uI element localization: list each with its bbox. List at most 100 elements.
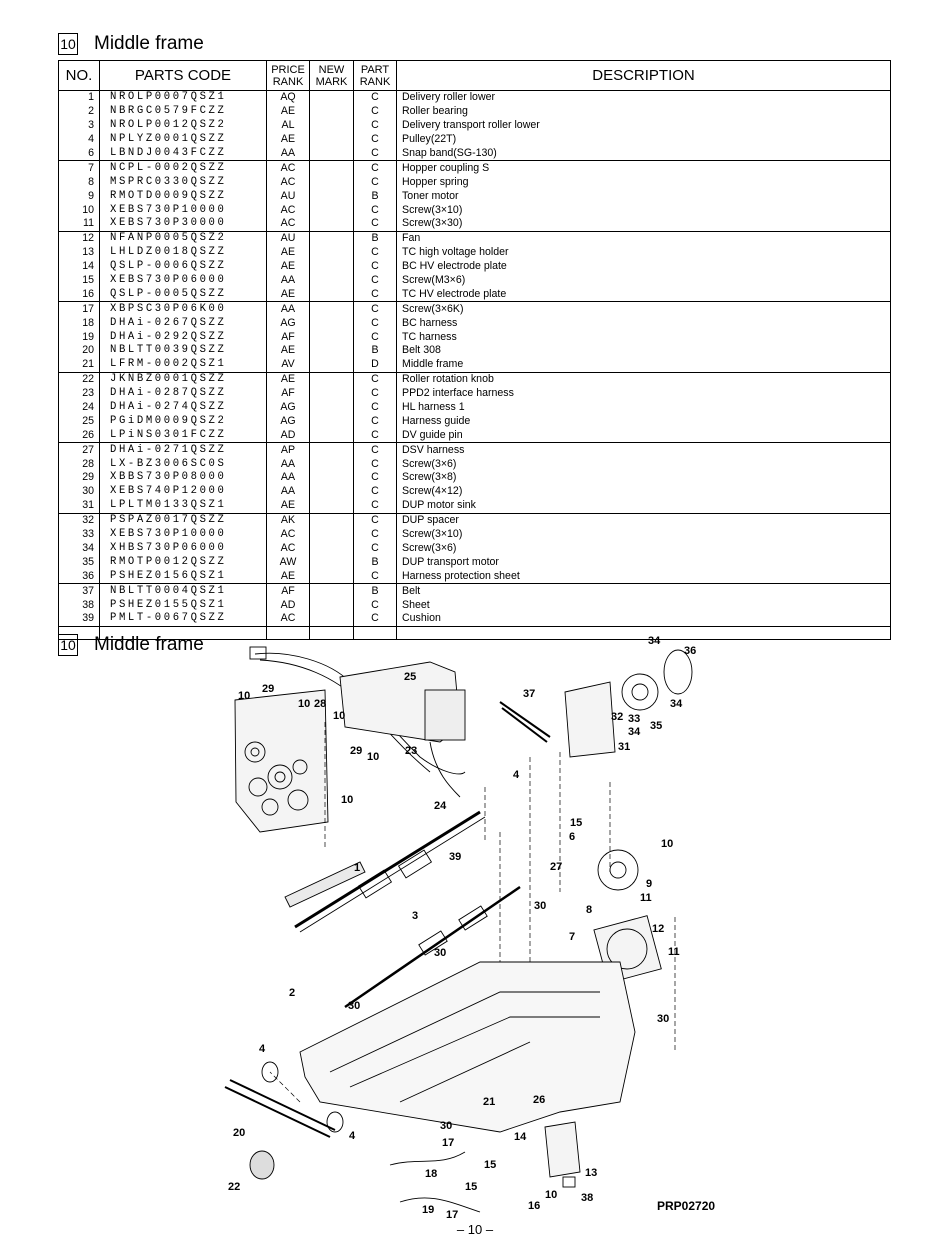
row-part-rank: C xyxy=(353,160,397,176)
row-no: 20 xyxy=(58,344,100,358)
row-new-mark xyxy=(309,118,354,133)
row-price-rank: AE xyxy=(266,287,310,303)
row-new-mark xyxy=(309,583,354,599)
callout-label: 4 xyxy=(349,1130,356,1142)
row-new-mark xyxy=(309,90,354,105)
row-no: 1 xyxy=(58,90,100,105)
row-new-mark xyxy=(309,316,354,331)
row-part-rank: C xyxy=(353,330,397,345)
row-parts-code: QSLP-0005QSZZ xyxy=(99,287,267,303)
callout-label: 1 xyxy=(354,862,360,874)
callout-label: 19 xyxy=(422,1204,434,1216)
row-parts-code: DHAi-0274QSZZ xyxy=(99,400,267,415)
row-part-rank: C xyxy=(353,316,397,331)
row-no: 35 xyxy=(58,555,100,570)
row-price-rank: AU xyxy=(266,189,310,204)
row-no: 10 xyxy=(58,203,100,218)
callout-label: 30 xyxy=(657,1013,669,1025)
header-part-rank-line1: PART xyxy=(360,63,390,76)
row-part-rank: C xyxy=(353,203,397,218)
row-parts-code: NCPL-0002QSZZ xyxy=(99,160,267,176)
row-no: 25 xyxy=(58,414,100,429)
callout-label: 10 xyxy=(341,794,353,806)
row-description: DV guide pin xyxy=(396,428,891,444)
callout-label: 11 xyxy=(640,892,652,904)
row-new-mark xyxy=(309,457,354,472)
header-description: DESCRIPTION xyxy=(396,60,891,91)
table-row-blank xyxy=(58,625,891,640)
row-no: 36 xyxy=(58,569,100,585)
row-new-mark xyxy=(309,259,354,274)
row-parts-code: NBRGC0579FCZZ xyxy=(99,104,267,119)
page-number: – 10 – xyxy=(456,1222,494,1237)
row-parts-code: NBLTT0004QSZ1 xyxy=(99,583,267,599)
row-no: 33 xyxy=(58,527,100,542)
callout-label: 24 xyxy=(434,800,447,812)
callout-label: 32 xyxy=(611,711,623,723)
row-part-rank: C xyxy=(353,442,397,458)
row-part-rank: C xyxy=(353,217,397,232)
row-description: Hopper spring xyxy=(396,175,891,190)
row-price-rank: AG xyxy=(266,316,310,331)
row-new-mark xyxy=(309,555,354,570)
row-description: Fan xyxy=(396,231,891,246)
row-price-rank: AQ xyxy=(266,90,310,105)
row-part-rank: C xyxy=(353,132,397,147)
row-new-mark xyxy=(309,428,354,444)
row-parts-code: NBLTT0039QSZZ xyxy=(99,344,267,358)
row-description: Screw(3×6) xyxy=(396,541,891,556)
row-price-rank: AP xyxy=(266,442,310,458)
row-parts-code: LPiNS0301FCZZ xyxy=(99,428,267,444)
row-description: DUP spacer xyxy=(396,513,891,528)
callout-label: 6 xyxy=(569,831,575,843)
row-part-rank: C xyxy=(353,569,397,585)
row-parts-code: DHAi-0287QSZZ xyxy=(99,386,267,401)
row-description: TC high voltage holder xyxy=(396,245,891,260)
callout-label: 15 xyxy=(465,1181,477,1193)
row-price-rank: AF xyxy=(266,386,310,401)
row-price-rank: AC xyxy=(266,203,310,218)
header-price-rank-line1: PRICE xyxy=(271,63,305,76)
row-no: 4 xyxy=(58,132,100,147)
callout-label: 34 xyxy=(628,726,641,738)
callout-label: 8 xyxy=(586,904,592,916)
row-new-mark xyxy=(309,104,354,119)
row-price-rank: AC xyxy=(266,160,310,176)
row-price-rank: AE xyxy=(266,372,310,387)
row-part-rank: B xyxy=(353,189,397,204)
callout-label: 27 xyxy=(550,861,562,873)
row-description: Roller bearing xyxy=(396,104,891,119)
row-description: DUP motor sink xyxy=(396,498,891,514)
callout-label: 13 xyxy=(585,1167,597,1179)
section-header-figure: 10 Middle frame xyxy=(58,632,204,658)
callout-label: 23 xyxy=(405,745,417,757)
section-title-figure: Middle frame xyxy=(94,634,204,655)
row-parts-code: QSLP-0006QSZZ xyxy=(99,259,267,274)
row-part-rank: C xyxy=(353,541,397,556)
row-description: Middle frame xyxy=(396,357,891,373)
row-no: 16 xyxy=(58,287,100,303)
row-new-mark xyxy=(309,569,354,585)
header-no: NO. xyxy=(58,60,100,91)
row-parts-code: XEBS730P30000 xyxy=(99,217,267,232)
row-no: 27 xyxy=(58,442,100,458)
callout-label: 17 xyxy=(442,1137,454,1149)
row-description: Screw(4×12) xyxy=(396,484,891,499)
row-new-mark xyxy=(309,513,354,528)
row-part-rank: C xyxy=(353,611,397,627)
row-description: Delivery roller lower xyxy=(396,90,891,105)
row-description: PPD2 interface harness xyxy=(396,386,891,401)
header-new-mark-line2: MARK xyxy=(315,75,348,88)
row-price-rank: AA xyxy=(266,457,310,472)
callout-label: 36 xyxy=(684,645,696,657)
